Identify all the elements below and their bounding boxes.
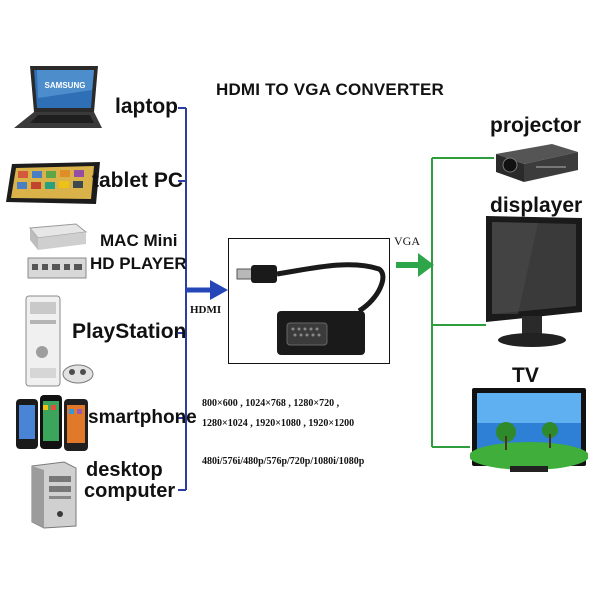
port-label-vga: VGA: [394, 234, 420, 249]
dest-label-tv: TV: [512, 364, 539, 388]
diagram-title: HDMI TO VGA CONVERTER: [170, 80, 490, 100]
hdmi-arrow-head: [210, 280, 228, 300]
spec-formats-line: 480i/576i/480p/576p/720p/1080i/1080p: [202, 456, 364, 467]
tablet-icon: [4, 160, 104, 208]
hdmi-vga-adapter-icon: [229, 239, 389, 363]
smartphone-icon: [14, 393, 96, 455]
monitor-icon: [478, 212, 590, 352]
laptop-brand: SAMSUNG: [45, 81, 86, 90]
port-label-hdmi: HDMI: [190, 304, 221, 316]
source-label-laptop: laptop: [115, 96, 178, 117]
spec-resolutions-line1: 800×600 , 1024×768 , 1280×720 ,: [202, 398, 339, 409]
mac-mini-icon: [24, 222, 90, 282]
source-label-smartphone: smartphone: [88, 408, 197, 427]
source-label-playstation: PlayStation: [72, 321, 186, 342]
dest-label-projector: projector: [490, 114, 581, 138]
projector-icon: [492, 138, 582, 188]
spec-resolutions-line2: 1280×1024 , 1920×1080 , 1920×1200: [202, 418, 354, 429]
laptop-icon: SAMSUNG: [10, 60, 105, 135]
converter-image-frame: [228, 238, 390, 364]
source-label-computer: computer: [84, 481, 175, 501]
tv-icon: [470, 386, 588, 476]
source-label-mac-mini: MAC Mini: [100, 232, 177, 249]
source-label-hd-player: HD PLAYER: [90, 255, 187, 272]
source-label-desktop: desktop: [86, 460, 163, 480]
source-label-tablet: tablet PC: [92, 170, 183, 191]
desktop-tower-icon: [24, 458, 84, 530]
